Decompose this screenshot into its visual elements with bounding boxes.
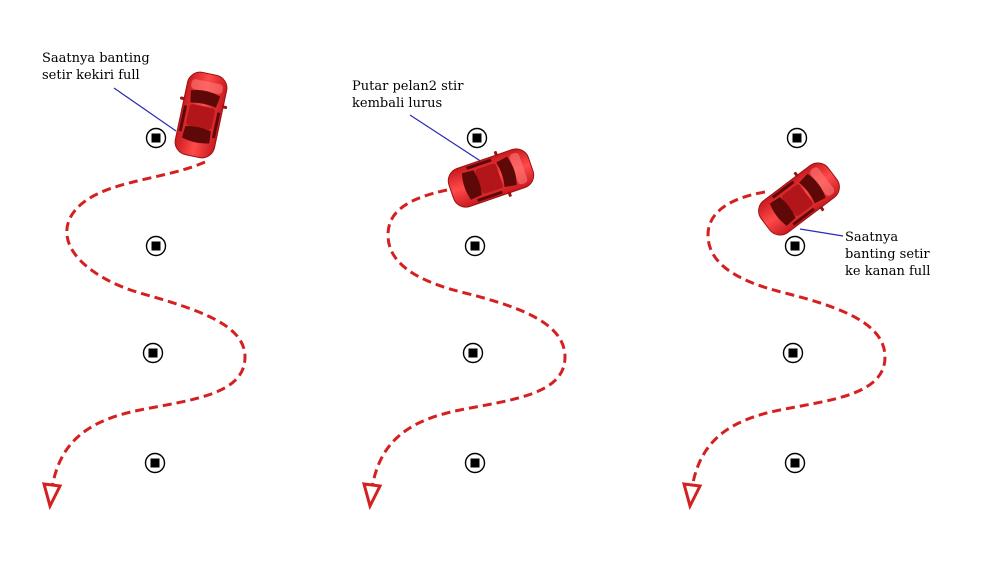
panel-1 bbox=[41, 67, 247, 511]
red-car-icon bbox=[167, 67, 235, 163]
cone-marker-icon bbox=[464, 452, 486, 474]
callout-straighten-slowly: Putar pelan2 stir kembali lurus bbox=[352, 79, 464, 111]
cone-marker-icon bbox=[142, 342, 164, 364]
cone-marker-icon bbox=[782, 342, 804, 364]
panel-3 bbox=[681, 127, 887, 511]
cone-marker-icon bbox=[784, 235, 806, 257]
cone-marker-icon bbox=[145, 127, 167, 149]
cone-marker-icon bbox=[784, 452, 806, 474]
cone-marker-icon bbox=[786, 127, 808, 149]
direction-arrow-icon bbox=[681, 482, 703, 511]
dashed-path bbox=[50, 160, 247, 489]
callout-steer-right-full: Saatnya banting setir ke kanan full bbox=[845, 230, 931, 279]
cone-marker-icon bbox=[464, 235, 486, 257]
leader-line bbox=[799, 228, 844, 237]
cone-marker-icon bbox=[466, 127, 488, 149]
leader-line bbox=[409, 114, 483, 163]
cone-marker-icon bbox=[144, 452, 166, 474]
dashed-path bbox=[690, 190, 887, 489]
cone-marker-icon bbox=[145, 235, 167, 257]
leader-line bbox=[113, 87, 177, 132]
red-car-icon bbox=[441, 140, 541, 216]
direction-arrow-icon bbox=[41, 482, 63, 511]
cone-marker-icon bbox=[462, 342, 484, 364]
dashed-path bbox=[370, 188, 567, 489]
direction-arrow-icon bbox=[361, 482, 383, 511]
panel-2 bbox=[361, 114, 567, 511]
red-car-icon bbox=[749, 153, 849, 245]
callout-steer-left-full: Saatnya banting setir kekiri full bbox=[42, 51, 150, 83]
